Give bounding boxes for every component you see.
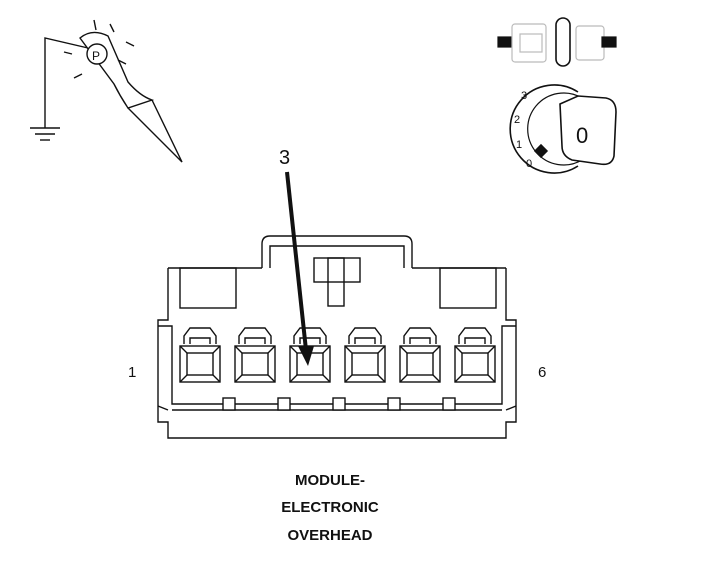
- connector-pins: [179, 327, 496, 383]
- ground-icon: [30, 127, 60, 141]
- pin-first-label: 1: [128, 364, 136, 381]
- caption-line-1: MODULE-: [295, 472, 365, 489]
- ignition-position-1: 1: [516, 139, 522, 151]
- probe-label: P: [92, 49, 100, 63]
- callout-arrow: [285, 171, 314, 366]
- pin-cavity-4: [344, 327, 386, 383]
- caption-line-2: ELECTRONIC: [281, 499, 379, 516]
- ignition-key-label: 0: [576, 123, 588, 148]
- caption-line-3: OVERHEAD: [287, 527, 373, 544]
- pin-cavity-1: [179, 327, 221, 383]
- pin-cavity-5: [399, 327, 441, 383]
- ignition-position-0: 0: [526, 158, 532, 170]
- pin-cavity-6: [454, 327, 496, 383]
- test-probe-icon: P: [30, 19, 183, 163]
- disconnected-connector-icon: [497, 17, 617, 67]
- ignition-key-icon: 3 2 1 0 0: [509, 84, 617, 174]
- connector-face: [157, 235, 517, 439]
- callout-pin-label: 3: [279, 147, 290, 169]
- pin-cavity-2: [234, 327, 276, 383]
- ignition-position-2: 2: [514, 114, 520, 126]
- pin-last-label: 6: [538, 364, 546, 381]
